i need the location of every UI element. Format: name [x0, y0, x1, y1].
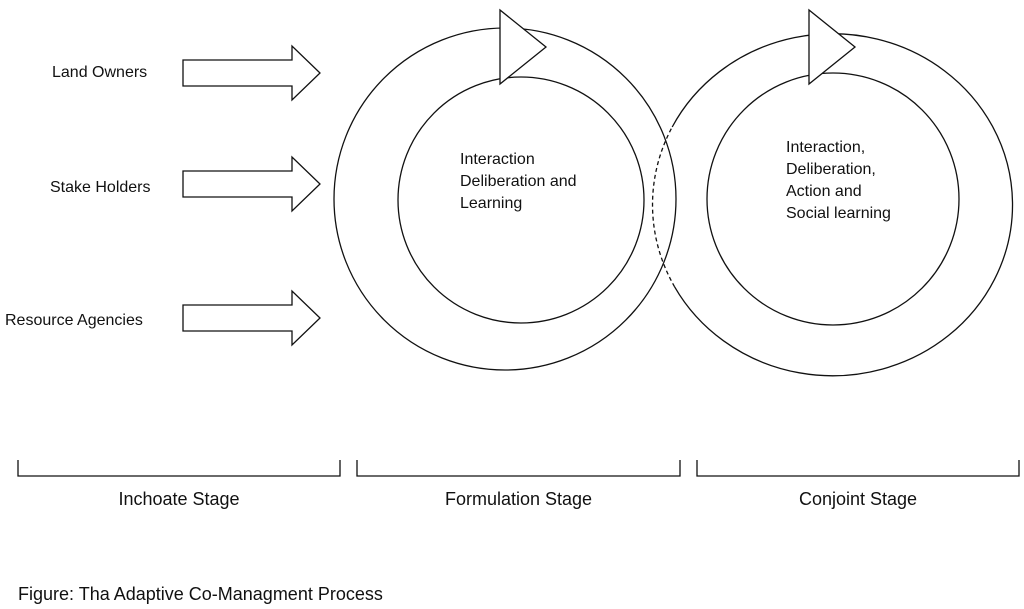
formulation-cycle-arrowhead — [499, 8, 548, 86]
arrow-resource-agencies — [182, 289, 321, 347]
conjoint-text-line: Deliberation, — [786, 161, 876, 178]
arrow-land-owners — [182, 44, 321, 102]
formulation-text-line: Learning — [460, 195, 523, 212]
label-land-owners: Land Owners — [52, 64, 148, 81]
conjoint-cycle-arrowhead — [808, 8, 857, 86]
conjoint-text-line: Social learning — [786, 205, 891, 222]
label-stake-holders: Stake Holders — [50, 179, 151, 196]
formulation-text-line: Deliberation and — [460, 173, 577, 190]
formulation-cycle-text: Interaction Deliberation and Learning — [460, 149, 577, 215]
stage-label-inchoate: Inchoate Stage — [118, 489, 240, 509]
conjoint-text-line: Interaction, — [786, 139, 866, 156]
conjoint-cycle-text: Interaction, Deliberation, Action and So… — [786, 137, 891, 225]
stage-label-conjoint: Conjoint Stage — [798, 489, 918, 509]
label-resource-agencies: Resource Agencies — [5, 312, 143, 329]
conjoint-inner-ring — [706, 72, 960, 326]
figure-caption: Figure: Tha Adaptive Co-Managment Proces… — [18, 584, 383, 604]
stage-label-formulation: Formulation Stage — [444, 489, 593, 509]
inchoate-stage-bracket — [17, 460, 341, 477]
conjoint-outer-ring — [671, 33, 1014, 377]
arrow-stake-holders — [182, 155, 321, 213]
conjoint-stage-bracket — [696, 460, 1020, 477]
formulation-stage-bracket — [356, 460, 681, 477]
formulation-inner-ring — [397, 76, 645, 324]
formulation-text-line: Interaction — [460, 151, 535, 168]
conjoint-text-line: Action and — [786, 183, 862, 200]
